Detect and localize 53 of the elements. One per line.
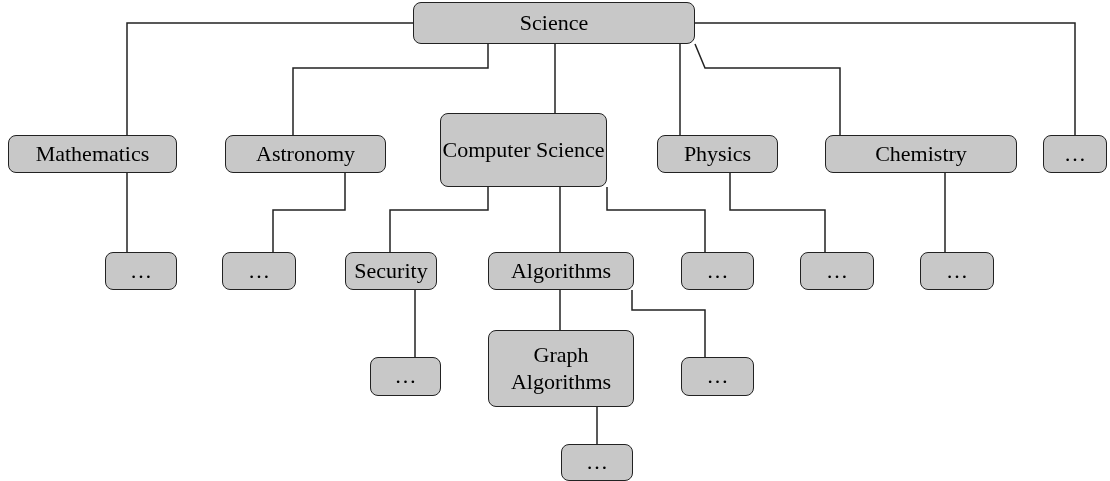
topic-box (825, 135, 1017, 173)
topic-box (800, 252, 874, 290)
topic-box (345, 252, 437, 290)
connector-line (414, 289, 416, 358)
connector-line (389, 186, 489, 253)
connector-line (126, 22, 414, 136)
topic-box (561, 444, 633, 481)
connector-line (126, 172, 128, 253)
topic-label: Graph Algorithms (509, 342, 613, 395)
topic-box (105, 252, 177, 290)
topic-label: … (706, 363, 729, 390)
topic-label: … (1064, 140, 1086, 168)
topic-label: Science (519, 9, 589, 37)
topic-label: … (826, 257, 848, 285)
topic-box (681, 252, 754, 290)
connector-line (559, 289, 561, 331)
connector-line (679, 43, 681, 136)
topic-box (657, 135, 778, 173)
connector-line (272, 172, 346, 253)
topic-box (225, 135, 386, 173)
topic-label: … (130, 257, 152, 285)
topic-box (370, 357, 441, 396)
topic-box (681, 357, 754, 396)
topic-label: Physics (683, 140, 752, 168)
topic-box (440, 113, 607, 187)
topic-box (920, 252, 994, 290)
connector-line (554, 43, 556, 114)
topic-label: Computer Science (442, 136, 605, 164)
topic-label: … (394, 363, 417, 390)
topic-label: Chemistry (875, 140, 967, 168)
topic-label: Algorithms (510, 257, 612, 285)
connector-line (559, 186, 561, 253)
connector-line (631, 289, 706, 358)
connector-line (596, 406, 598, 445)
connector-line (694, 22, 1076, 136)
connector-line (292, 43, 489, 136)
topic-box (1043, 135, 1107, 173)
topic-label: … (946, 257, 968, 285)
connector-line (606, 186, 706, 253)
topic-label: Astronomy (256, 140, 355, 168)
topic-box (222, 252, 296, 290)
topic-label: … (706, 257, 729, 285)
topic-box (413, 2, 695, 44)
topic-box (488, 252, 634, 290)
topic-box (8, 135, 177, 173)
connector-line (694, 43, 841, 136)
topic-label: … (248, 257, 270, 285)
topic-label: … (586, 449, 608, 476)
topic-box (488, 330, 634, 407)
connector-line (944, 172, 946, 253)
topic-label: Security (354, 257, 428, 285)
topic-label: Mathematics (35, 140, 150, 168)
connector-line (729, 172, 826, 253)
